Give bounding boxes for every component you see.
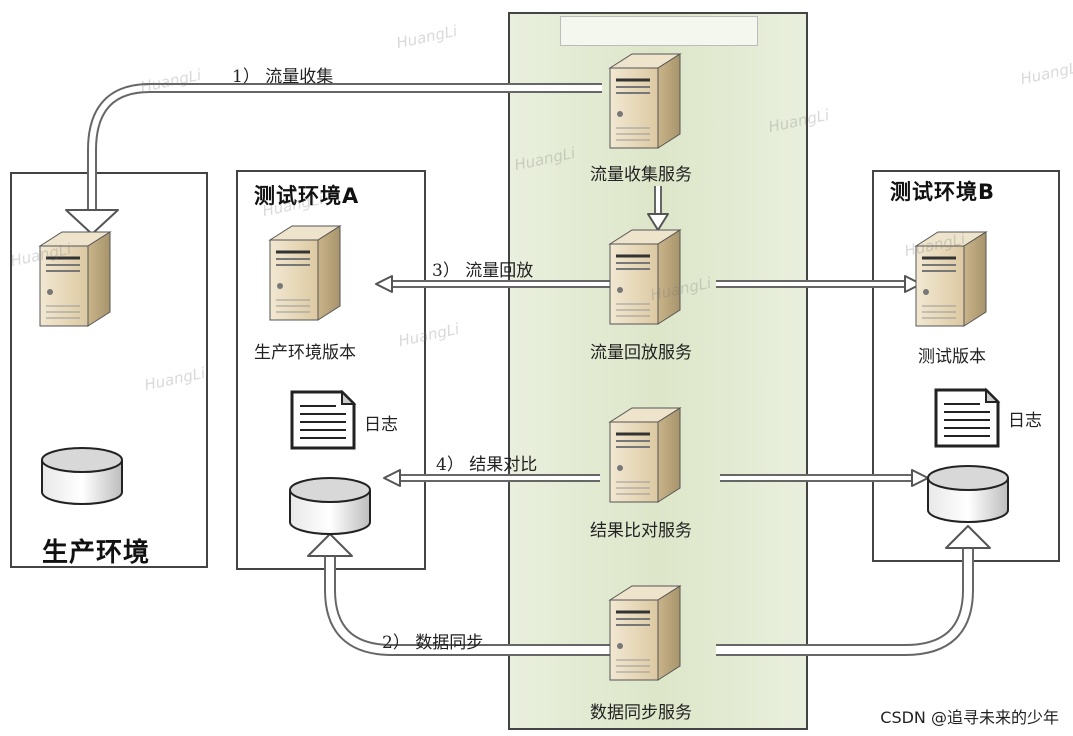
collect-service-label: 流量收集服务 [590,165,692,185]
flow-arrows [87,83,974,656]
compare-service-label: 结果比对服务 [590,521,692,541]
flow-collect-label: 1） 流量收集 [232,67,334,87]
sync-service-server-icon [608,584,682,682]
production-env-title: 生产环境 [42,538,151,568]
replay-service-server-icon [608,228,682,326]
replay-service-label: 流量回放服务 [590,343,692,363]
production-version-server-icon [268,224,342,322]
test-b-log-document-icon [934,388,1000,448]
test-version-label: 测试版本 [918,347,986,367]
flow-compare-label: 4） 结果对比 [436,455,538,475]
production-version-label: 生产环境版本 [254,343,356,363]
flow-replay-label: 3） 流量回放 [432,261,534,281]
arrow-heads [65,209,991,557]
test-b-database-icon [927,465,1009,523]
test-a-database-icon [289,477,371,535]
test-a-log-label: 日志 [364,415,398,435]
test-env-a-title: 测试环境A [254,184,360,208]
compare-service-server-icon [608,406,682,504]
test-b-log-label: 日志 [1008,411,1042,431]
sync-service-label: 数据同步服务 [590,703,692,723]
flow-sync-label: 2） 数据同步 [382,633,484,653]
production-database-icon [41,447,123,505]
service-panel-header [560,16,758,46]
test-env-b-title: 测试环境B [890,180,996,204]
csdn-attribution: CSDN @追寻未来的少年 [880,708,1059,727]
collect-service-server-icon [608,52,682,150]
test-a-log-document-icon [290,390,356,450]
